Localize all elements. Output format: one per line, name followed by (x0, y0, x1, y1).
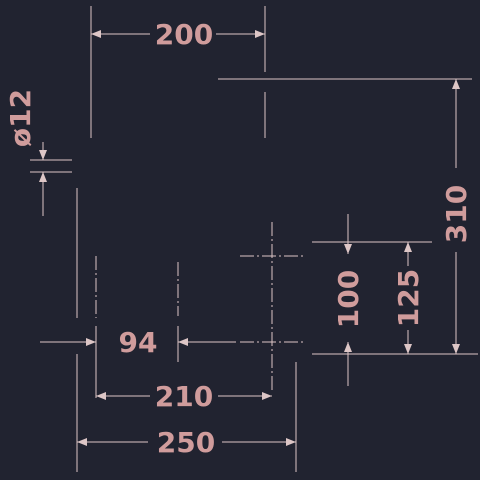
dimension-210: 210 (96, 380, 272, 413)
dimension-250: 250 (77, 362, 297, 472)
label-125: 125 (392, 269, 425, 327)
dimension-94: 94 (40, 326, 236, 398)
label-200: 200 (155, 18, 213, 51)
dimension-310: 310 (440, 79, 473, 354)
label-100: 100 (332, 270, 365, 328)
label-310: 310 (440, 185, 473, 243)
label-94: 94 (119, 326, 158, 359)
dimension-200: 200 (90, 6, 266, 138)
label-210: 210 (155, 380, 213, 413)
dimension-diameter-12: ø12 (4, 89, 72, 216)
label-250: 250 (157, 426, 215, 459)
dimension-125: 125 (362, 241, 478, 355)
dimension-100: 100 (312, 214, 372, 386)
label-diameter: ø12 (4, 89, 37, 147)
